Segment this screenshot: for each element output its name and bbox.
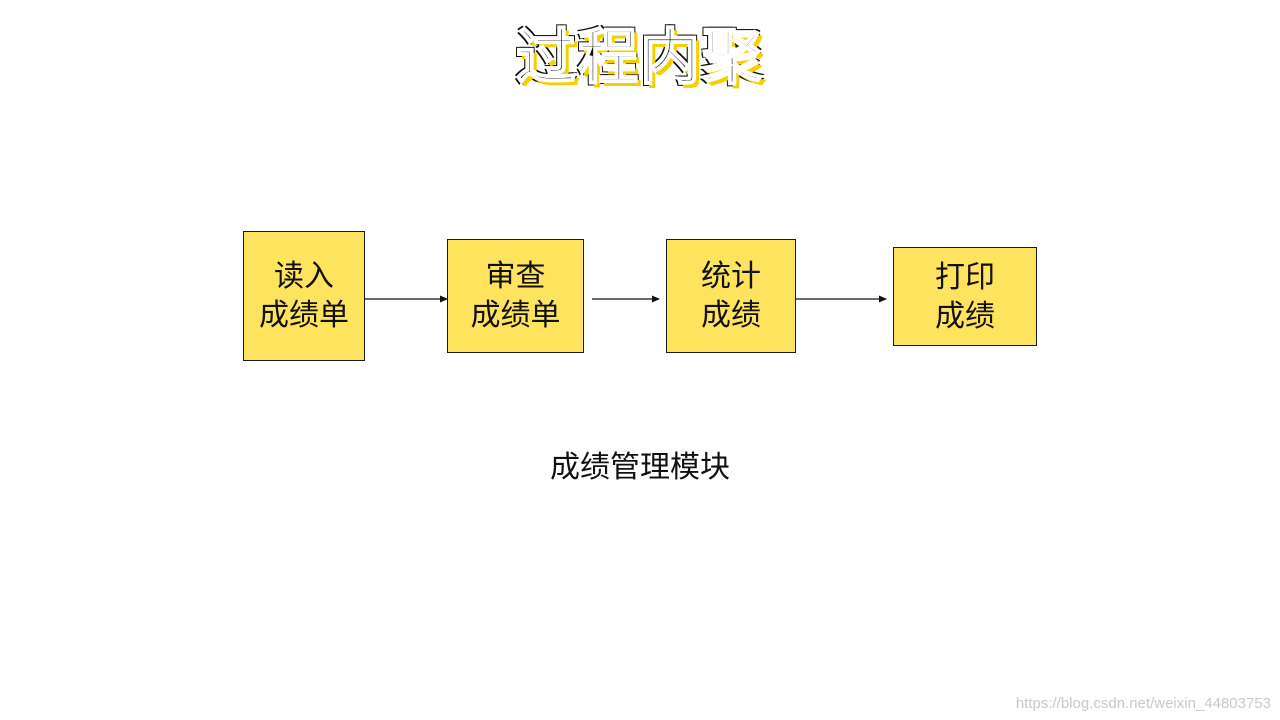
process-box-read-grades: 读入 成绩单 (243, 231, 365, 361)
process-box-review-grades: 审查 成绩单 (447, 239, 584, 353)
process-box-print-grades: 打印 成绩 (893, 247, 1037, 346)
slide-title: 过程内聚 (515, 22, 764, 94)
box-line-1: 打印 (935, 259, 995, 295)
module-caption: 成绩管理模块 (550, 450, 730, 485)
box-line-1: 统计 (701, 259, 761, 294)
box-line-1: 审查 (485, 259, 546, 294)
box-line-2: 成绩单 (259, 298, 349, 333)
box-line-2: 成绩 (701, 298, 761, 333)
process-box-count-grades: 统计 成绩 (666, 239, 796, 353)
box-line-2: 成绩单 (470, 298, 561, 333)
box-line-2: 成绩 (935, 298, 995, 334)
box-line-1: 读入 (274, 259, 334, 294)
watermark-url: https://blog.csdn.net/weixin_44803753 (1015, 695, 1271, 712)
